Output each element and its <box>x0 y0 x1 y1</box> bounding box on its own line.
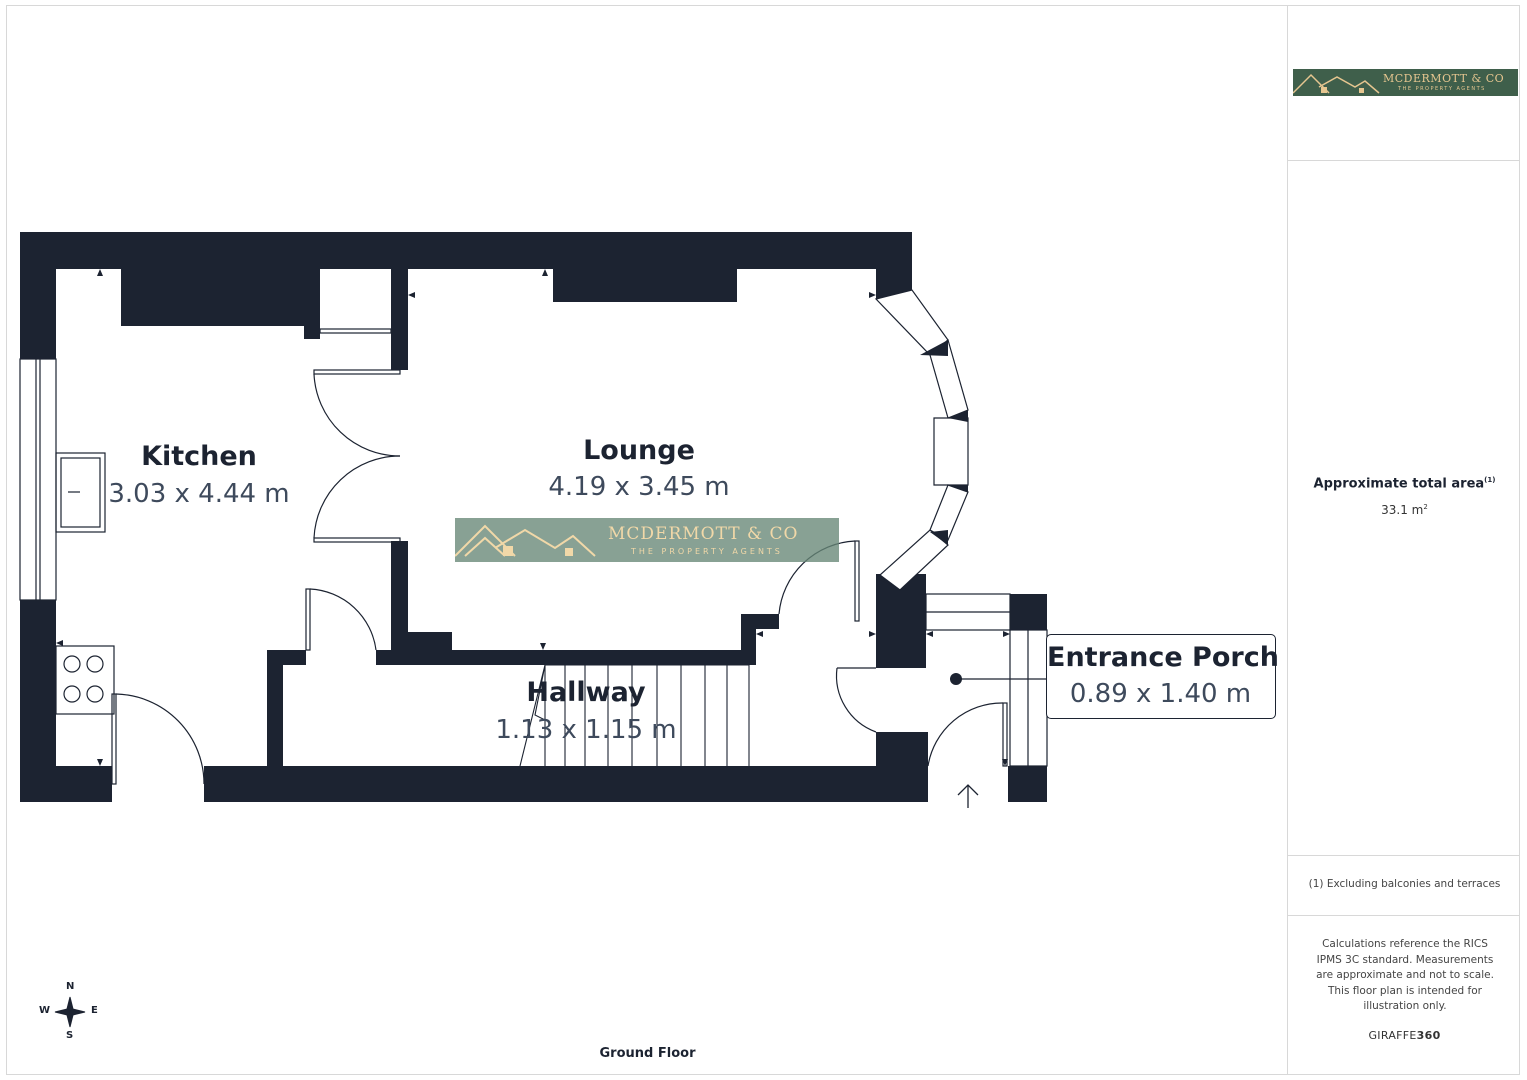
compass-n: N <box>66 981 75 992</box>
floor-label: Ground Floor <box>599 1046 696 1061</box>
watermark-logo: MCDERMOTT & CO THE PROPERTY AGENTS <box>455 518 839 562</box>
area-value: 33.1 m2 <box>1288 503 1521 517</box>
porch-pointer <box>950 673 1046 685</box>
compass-rose-icon <box>54 996 86 1028</box>
disclaimer-text: Calculations reference the RICS IPMS 3C … <box>1316 938 1494 1012</box>
room-name-entrance-porch: Entrance Porch <box>1047 642 1279 673</box>
logo-house-icon <box>1293 73 1380 94</box>
area-title: Approximate total area(1) <box>1288 476 1521 491</box>
compass-e: E <box>91 1005 98 1016</box>
floor-plan <box>19 232 1048 1028</box>
area-title-text: Approximate total area <box>1313 476 1485 492</box>
bay-window-mullions <box>876 340 968 590</box>
room-name-lounge: Lounge <box>583 435 695 466</box>
room-dims-hallway: 1.13 x 1.15 m <box>495 715 677 745</box>
room-dims-entrance-porch: 0.89 x 1.40 m <box>1069 679 1252 709</box>
info-sidebar: MCDERMOTT & CO THE PROPERTY AGENTS Appro… <box>1287 5 1520 1075</box>
divider <box>1288 915 1520 916</box>
logo-tagline: THE PROPERTY AGENTS <box>1398 86 1486 92</box>
divider <box>1288 160 1520 161</box>
compass-w: W <box>39 1005 51 1016</box>
entrance-arrow-icon <box>957 784 979 808</box>
area-note-marker: (1) <box>1484 476 1496 484</box>
divider <box>1288 855 1520 856</box>
credit-prefix: GIRAFFE <box>1368 1029 1417 1042</box>
compass-s: S <box>66 1030 74 1041</box>
room-name-hallway: Hallway <box>526 677 646 708</box>
credit: GIRAFFE360 <box>1288 1029 1521 1042</box>
dimension-markers <box>56 269 1010 766</box>
area-value-text: 33.1 m <box>1381 503 1424 517</box>
staircase <box>519 664 750 767</box>
watermark-tagline: THE PROPERTY AGENTS <box>631 547 783 556</box>
logo-brand-name: MCDERMOTT & CO <box>1383 72 1505 85</box>
page-frame <box>6 5 1520 1075</box>
room-name-kitchen: Kitchen <box>141 441 257 472</box>
logo-house-icon <box>455 524 596 557</box>
brand-logo: MCDERMOTT & CO THE PROPERTY AGENTS <box>1293 69 1518 96</box>
area-unit-superscript: 2 <box>1423 503 1428 511</box>
porch-label-box: Entrance Porch 0.89 x 1.40 m <box>1046 634 1279 719</box>
kitchen-window <box>19 358 57 601</box>
exclusion-note: (1) Excluding balconies and terraces <box>1308 878 1501 890</box>
credit-suffix: 360 <box>1416 1029 1441 1042</box>
bay-window <box>874 289 969 591</box>
room-dims-lounge: 4.19 x 3.45 m <box>548 472 730 502</box>
room-dims-kitchen: 3.03 x 4.44 m <box>108 479 290 509</box>
watermark-brand-name: MCDERMOTT & CO <box>608 524 799 544</box>
walls <box>20 232 1047 802</box>
sink-icon <box>55 452 106 533</box>
hob-icon <box>55 645 115 715</box>
